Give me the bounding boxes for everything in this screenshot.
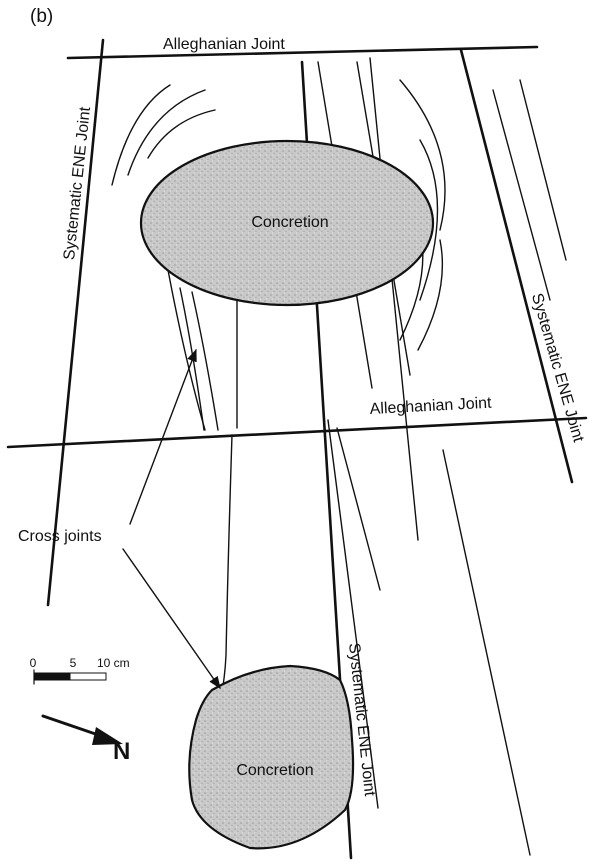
cross-joints-pointer-lower — [123, 549, 220, 688]
fracture-trace — [443, 450, 530, 855]
fracture-trace — [112, 85, 170, 185]
concretion-upper: Concretion — [141, 141, 433, 305]
concretion-lower-shape — [189, 666, 353, 848]
scale-bar-filled-segment — [34, 673, 70, 680]
alleghanian-joint-top — [68, 47, 537, 58]
concretion-lower-label: Concretion — [236, 762, 313, 779]
scale-bar-open-segment — [70, 673, 106, 680]
concretion-upper-label: Concretion — [251, 214, 328, 231]
alleghanian-top-label: Alleghanian Joint — [163, 36, 285, 53]
fracture-trace — [370, 58, 418, 540]
scale-bar: 0 5 10 cm — [30, 656, 130, 684]
north-arrow: N — [43, 716, 130, 765]
scale-tick-0: 0 — [30, 656, 37, 670]
fracture-trace — [148, 110, 215, 158]
concretion-lower: Concretion — [189, 666, 353, 848]
cross-joint-trace — [192, 292, 218, 430]
fracture-trace — [337, 428, 380, 590]
scale-tick-10: 10 cm — [97, 656, 130, 670]
scale-tick-5: 5 — [70, 656, 77, 670]
ene-joint-right — [461, 50, 572, 482]
fracture-trace — [520, 80, 566, 260]
cross-joints-label: Cross joints — [18, 528, 102, 545]
fracture-trace — [493, 90, 550, 300]
alleghanian-joint-middle — [8, 418, 586, 447]
cross-joint-trace — [168, 270, 205, 430]
panel-label: (b) — [30, 6, 53, 27]
alleghanian-mid-label: Alleghanian Joint — [369, 395, 492, 418]
north-arrow-label: N — [113, 738, 130, 765]
